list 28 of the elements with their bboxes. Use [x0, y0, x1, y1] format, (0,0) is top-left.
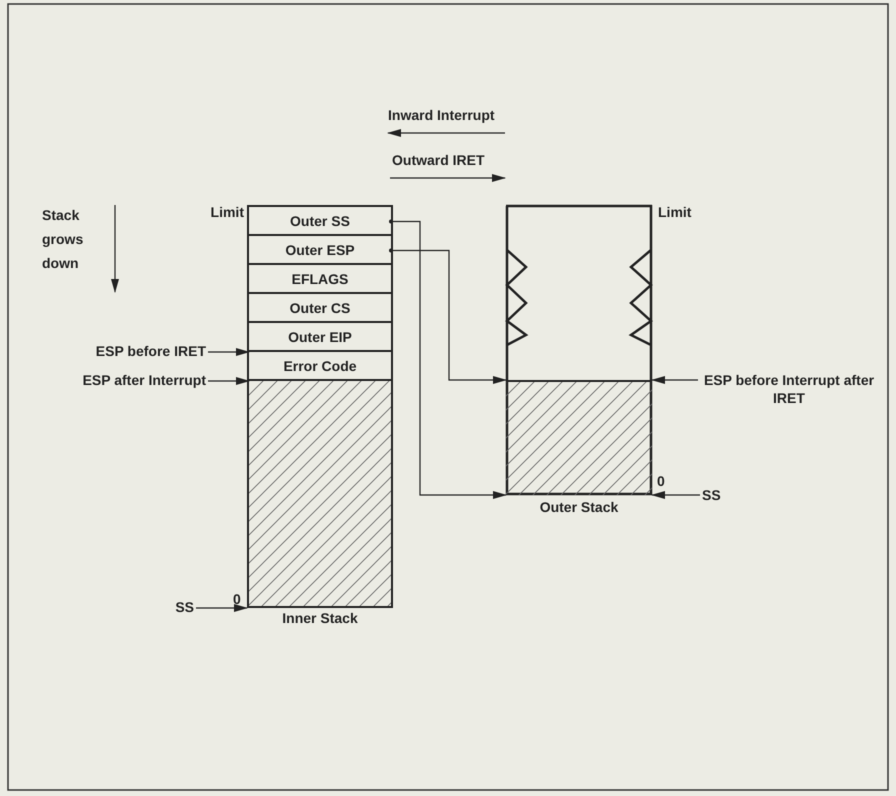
stack-entry: Outer EIP [249, 323, 391, 352]
boundary-label: Limit [658, 203, 692, 221]
stack-entry: Outer SS [249, 207, 391, 236]
pointer-label: ESP after Interrupt [82, 371, 206, 389]
stack-entry: Outer CS [249, 294, 391, 323]
pointer-arrow [389, 248, 507, 384]
pointer-arrow [208, 377, 250, 385]
direction-label: Outward IRET [392, 151, 485, 169]
used-stack-area [249, 381, 391, 606]
direction-label: Inward Interrupt [388, 106, 495, 124]
pointer-arrow [389, 220, 507, 499]
pointer-arrow [651, 491, 700, 499]
stack-entry: EFLAGS [249, 265, 391, 294]
boundary-label: Limit [210, 203, 244, 221]
used-stack-area [506, 380, 652, 495]
pointer-label: SS [175, 598, 194, 616]
boundary-label: 0 [233, 590, 241, 608]
pointer-label: ESP before Interrupt after IRET [700, 371, 878, 407]
pointer-label: ESP before IRET [96, 342, 206, 360]
pointer-arrow [651, 376, 698, 384]
stack-caption: Outer Stack [540, 499, 618, 515]
direction-label: Stack grows down [42, 206, 84, 273]
pointer-label: SS [702, 486, 721, 504]
pointer-arrow [208, 348, 250, 356]
stack-caption: Inner Stack [282, 610, 358, 626]
pointer-arrow [196, 604, 248, 612]
stack-entry: Outer ESP [249, 236, 391, 265]
boundary-label: 0 [657, 472, 665, 490]
